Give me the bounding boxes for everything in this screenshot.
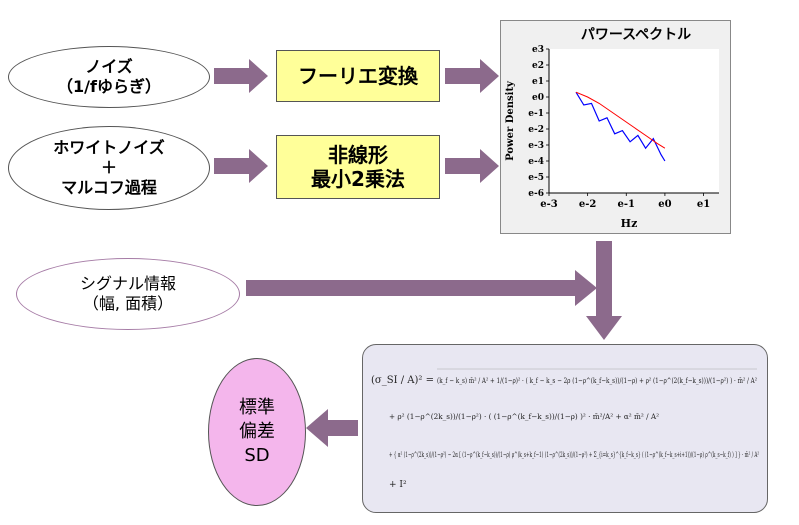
sd-output-ellipse: 標準 偏差 SD <box>208 358 306 506</box>
chart-svg: パワースペクトル Power Density Hz e3 e2 e1 e0 e-1 e-2… <box>505 27 719 230</box>
sd-label-3: SD <box>244 445 270 466</box>
y-tick-label: e3 <box>532 45 544 55</box>
white-noise-markov-ellipse: ホワイトノイズ ＋ マルコフ過程 <box>8 126 210 210</box>
arrow-nonlinear-to-chart <box>445 149 499 183</box>
y-tick-label: e-3 <box>528 141 544 151</box>
y-tick-label: e-4 <box>528 157 544 167</box>
fourier-label: フーリエ変換 <box>298 64 418 88</box>
y-tick-label: e2 <box>532 61 544 71</box>
plus-label: ＋ <box>100 158 117 177</box>
x-tick-label: e-1 <box>618 199 635 210</box>
signal-sublabel: （幅, 面積） <box>82 294 174 313</box>
formula-row4: + I² <box>389 480 407 490</box>
arrow-markov-to-nonlinear <box>214 149 268 183</box>
chart-ylabel: Power Density <box>505 80 516 161</box>
power-spectrum-chart: パワースペクトル Power Density Hz e3 e2 e1 e0 e-1 e-2… <box>500 20 731 234</box>
formula-row2: + ρ² (1−ρ^(2k_s))/(1−ρ²) · ( (1−ρ^(k_f−k… <box>389 412 659 421</box>
sd-label-2: 偏差 <box>239 421 275 442</box>
arrow-chart-to-formula <box>586 241 622 340</box>
white-noise-label: ホワイトノイズ <box>53 138 165 157</box>
x-tick-label: e0 <box>658 199 671 210</box>
formula-row1-rhs: (k_f − k_s) m̄² / A² + 1/(1−ρ)² · ( k_f … <box>437 376 757 385</box>
x-tick-label: e1 <box>697 199 710 210</box>
plot-area <box>549 49 719 193</box>
arrow-signal-to-formula <box>246 270 597 306</box>
y-tick-label: e-1 <box>528 109 544 119</box>
arrow-formula-to-output <box>306 409 358 447</box>
nonlinear-lsq-box: 非線形 最小2乗法 <box>276 135 440 199</box>
nonlinear-label: 非線形 <box>328 143 388 167</box>
noise-sublabel: （1/fゆらぎ） <box>57 77 161 96</box>
y-tick-label: e-5 <box>528 173 544 183</box>
formula-svg: (σ_SI / A)² = (k_f − k_s) m̄² / A² + 1/(… <box>371 368 759 490</box>
noise-label: ノイズ <box>85 57 133 76</box>
signal-label: シグナル情報 <box>79 274 176 293</box>
y-tick-label: e1 <box>532 77 544 87</box>
series-line-blue <box>575 91 666 162</box>
sd-label-1: 標準 <box>239 397 275 418</box>
formula-row1-lhs: (σ_SI / A)² = <box>371 375 434 386</box>
noise-ellipse: ノイズ （1/fゆらぎ） <box>8 46 210 108</box>
series-line-red <box>575 91 666 149</box>
arrow-fourier-to-chart <box>445 59 499 93</box>
chart-xlabel: Hz <box>621 217 638 230</box>
least-squares-label: 最小2乗法 <box>311 167 405 191</box>
fourier-box: フーリエ変換 <box>276 50 440 102</box>
y-tick-label: e-2 <box>528 125 544 135</box>
x-tick-label: e-2 <box>579 199 597 210</box>
markov-label: マルコフ過程 <box>61 178 157 197</box>
y-tick-label: e0 <box>532 93 544 103</box>
signal-info-ellipse: シグナル情報 （幅, 面積） <box>16 258 240 330</box>
arrow-noise-to-fourier <box>214 59 268 93</box>
chart-title: パワースペクトル <box>581 27 691 43</box>
formula-row3: + { α² (1−ρ^(2k_s))/(1−ρ²) − 2α [ (1−ρ^(… <box>389 450 759 459</box>
y-tick-label: e-6 <box>528 189 544 199</box>
x-tick-label: e-3 <box>540 199 558 210</box>
sd-formula-panel: (σ_SI / A)² = (k_f − k_s) m̄² / A² + 1/(… <box>362 344 768 513</box>
